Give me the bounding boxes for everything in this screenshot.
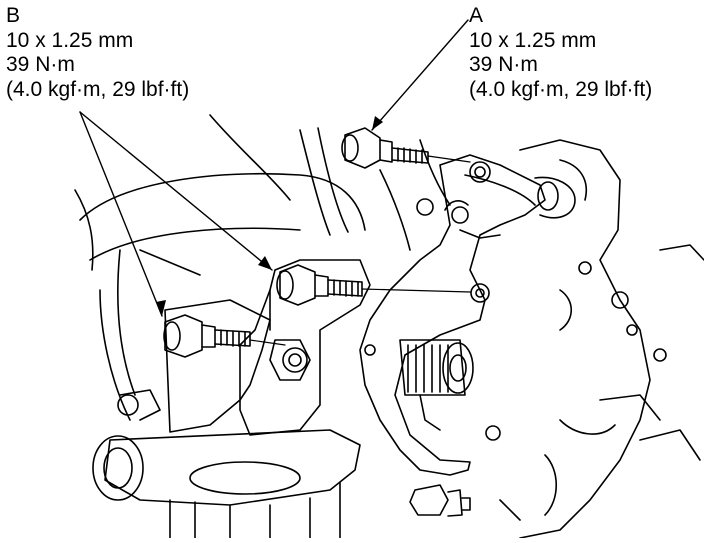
bracket-arm [359,154,576,476]
engine-body-background [74,114,451,421]
callout-a-letter: A [469,4,484,27]
callout-b: B 10 x 1.25 mm 39 N·m (4.0 kgf·m, 29 lbf… [6,4,189,102]
mounting-bracket [164,259,376,436]
splined-shaft [399,339,474,431]
callout-a-size: 10 x 1.25 mm [469,28,597,52]
callout-a-torque-nm: 39 N·m [469,53,538,76]
callout-b-size: 10 x 1.25 mm [6,28,134,52]
leader-arrowheads [156,116,383,316]
arrowhead-b-upper [258,256,272,270]
engine-block [485,139,704,539]
callout-b-torque-nm: 39 N·m [6,53,75,76]
lower-flange [92,389,361,539]
callout-a-torque-alt: (4.0 kgf·m, 29 lbf·ft) [469,77,653,101]
leader-b-lower [79,111,163,317]
bolt-a [341,127,471,169]
bolt-b-upper [276,264,471,306]
callout-b-letter: B [6,4,21,27]
leader-lines [79,19,469,317]
bolt-b-lower [163,314,286,358]
leader-b-upper [79,111,273,271]
arrowhead-a [372,116,383,130]
bolt-lower-right [409,484,471,517]
callout-a: A 10 x 1.25 mm 39 N·m (4.0 kgf·m, 29 lbf… [469,4,652,102]
callout-b-torque-alt: (4.0 kgf·m, 29 lbf·ft) [6,77,190,101]
leader-a [371,19,469,131]
arrowhead-b-lower [156,300,166,316]
